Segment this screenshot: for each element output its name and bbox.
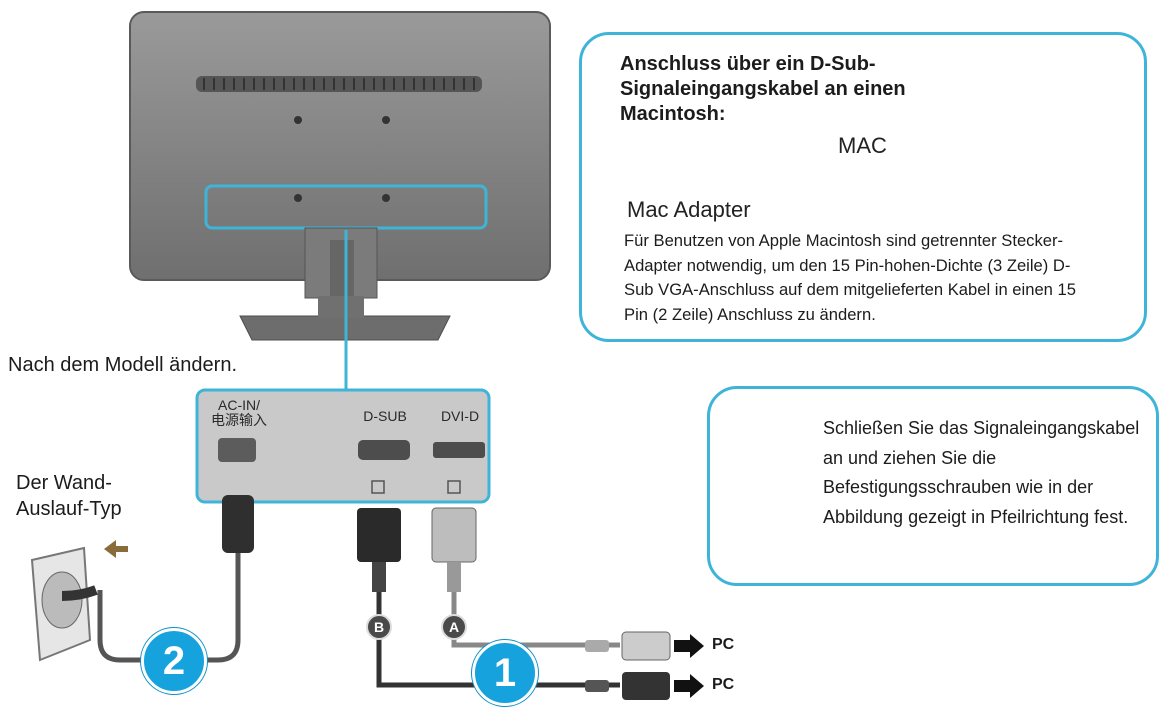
mac-info-box (579, 32, 1147, 342)
d-sub-label: D-SUB (363, 408, 407, 424)
pc-label-top: PC (712, 636, 735, 653)
step-2-badge: 2 (141, 628, 207, 694)
mac-heading: Anschluss über ein D-Sub-Signaleingangsk… (620, 53, 906, 125)
cable-a-badge: A (441, 614, 467, 640)
cable-b-badge: B (366, 614, 392, 640)
connector-panel (195, 388, 491, 504)
dvi-d-label: DVI-D (440, 408, 480, 424)
adapter-title: Mac Adapter (627, 197, 751, 222)
lock-instruction: Schließen Sie das Signaleingangskabel an… (823, 418, 1140, 527)
ac-in-label: AC-IN/ 电源输入 (211, 397, 267, 428)
monitor-back (129, 11, 551, 341)
lock-info-box (707, 386, 1159, 586)
dvi-cable (431, 507, 620, 648)
adapter-description: Für Benutzen von Apple Macintosh sind ge… (624, 231, 1076, 324)
wall-outlet-label: Der Wand-Auslauf-Typ (16, 472, 122, 520)
step-1-badge: 1 (472, 640, 538, 706)
wall-outlet (30, 540, 128, 662)
pc-connectors (585, 631, 704, 700)
mac-label: MAC (838, 133, 887, 158)
model-note: Nach dem Modell ändern. (8, 354, 238, 376)
pc-label-bottom: PC (712, 676, 735, 693)
